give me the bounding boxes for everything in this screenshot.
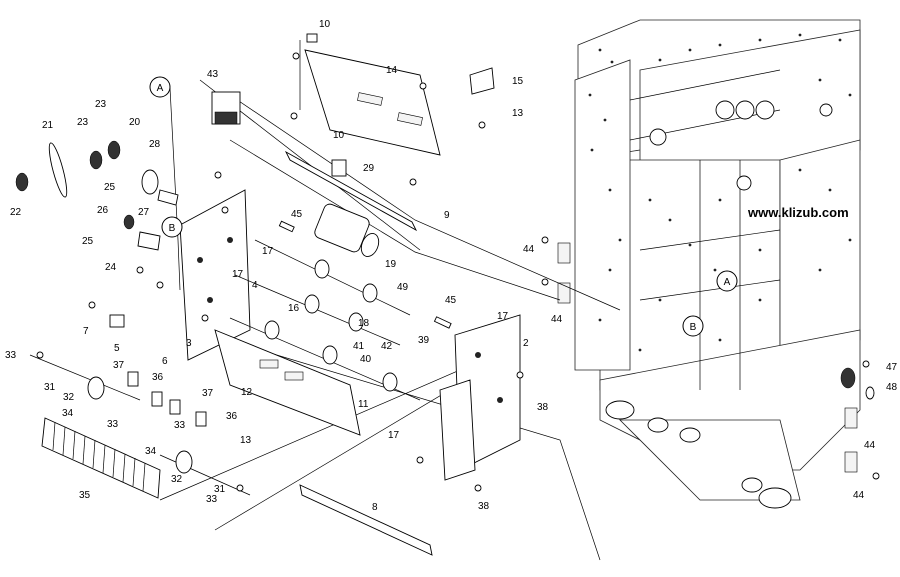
callout-label: 20 [129,117,141,128]
callout-label: 33 [206,494,218,505]
callout-label: 37 [202,388,214,399]
callout-label: 22 [10,207,22,218]
callout-label: 19 [385,259,397,270]
callout-label: 34 [145,446,157,457]
callout-label: 10 [319,19,331,30]
marker-b-right: B [690,322,697,333]
callout-label: 39 [418,335,430,346]
callout-label: 3 [186,338,192,349]
callout-label: 11 [358,399,369,410]
marker-a-left: A [157,83,164,94]
callout-label: 8 [372,502,378,513]
screws [36,52,880,492]
callout-label: 25 [104,182,116,193]
callout-label: 36 [152,372,164,383]
part-9-bar [284,150,418,232]
callout-label: 26 [97,205,109,216]
callout-labels: 10 14 15 13 43 23 20 21 23 28 10 29 22 2… [5,19,898,513]
callout-label: 13 [240,435,252,446]
callout-label: 21 [42,120,54,131]
callout-label: 35 [79,490,91,501]
callout-label: 17 [232,269,244,280]
part-35-guide-comb [41,417,161,499]
marker-b-left: B [169,223,176,234]
callout-label: 28 [149,139,161,150]
callout-label: 9 [444,210,450,221]
frame-marker-b: B [682,315,704,337]
callout-label: 4 [252,280,258,291]
callout-label: 6 [162,356,168,367]
callout-label: 17 [497,311,509,322]
callout-label: 44 [864,440,876,451]
callout-label: 49 [397,282,409,293]
callout-label: 32 [63,392,75,403]
watermark: www.klizub.com [747,205,849,220]
callout-label: 25 [82,236,94,247]
callout-label: 13 [512,108,524,119]
callout-label: 44 [551,314,563,325]
callout-label: 32 [171,474,183,485]
callout-label: 45 [445,295,457,306]
part-19-motor [314,203,380,257]
callout-label: 27 [138,207,150,218]
callout-label: 44 [523,244,535,255]
callout-label: 31 [44,382,56,393]
callout-label: 40 [360,354,372,365]
callout-label: 33 [107,419,119,430]
callout-label: 5 [114,343,120,354]
callout-label: 34 [62,408,74,419]
callout-label: 23 [77,117,89,128]
callout-label: 43 [207,69,219,80]
drive-train [15,140,179,251]
callout-label: 31 [214,484,226,495]
callout-label: 47 [886,362,898,373]
marker-a-right: A [724,277,731,288]
callout-label: 42 [381,341,393,352]
callout-label: 45 [291,209,303,220]
main-frame-assembly [557,19,875,509]
callout-label: 37 [113,360,125,371]
callout-label: 36 [226,411,238,422]
callout-label: 23 [95,99,107,110]
callout-label: 29 [363,163,375,174]
part-11-guide-plate [214,329,361,436]
callout-label: 15 [512,76,524,87]
callout-label: 10 [333,130,345,141]
part-8-bar [299,484,433,556]
left-marker-a: A [149,76,171,98]
callout-label: 41 [353,341,365,352]
callout-label: 33 [174,420,186,431]
callout-label: 38 [478,501,490,512]
frame-marker-a: A [716,270,738,292]
callout-label: 38 [537,402,549,413]
callout-label: 17 [388,430,400,441]
callout-label: 48 [886,382,898,393]
callout-label: 12 [241,387,253,398]
callout-label: 14 [386,65,398,76]
callout-label: 44 [853,490,865,501]
callout-label: 17 [262,246,274,257]
callout-label: 2 [523,338,529,349]
callout-label: 24 [105,262,117,273]
left-side-frame [179,189,251,361]
callout-label: 18 [358,318,370,329]
callout-label: 33 [5,350,17,361]
left-marker-b: B [161,216,183,238]
callout-label: 7 [83,326,89,337]
callout-label: 16 [288,303,300,314]
roller-shafts [229,239,421,401]
